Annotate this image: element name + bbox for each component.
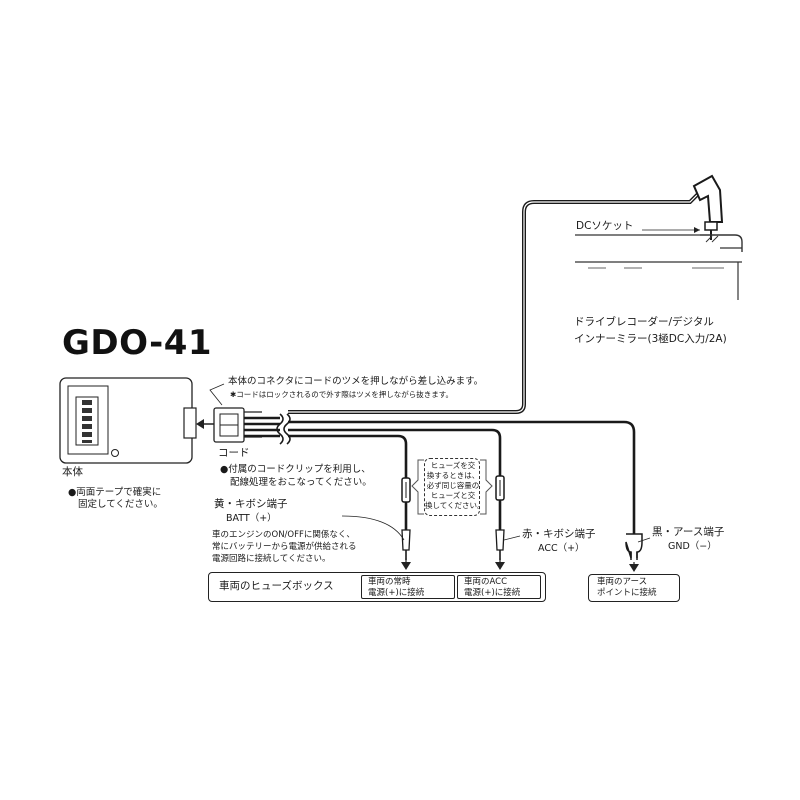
recorder-device [575, 234, 743, 300]
earth-point-box: 車両のアース ポイントに接続 [588, 574, 680, 602]
fusebox-panel: 車両のヒューズボックス 車両の常時 電源(+)に接続 車両のACC 電源(+)に… [208, 572, 546, 602]
fuse-note-line-2: 換するときは、 [426, 471, 480, 480]
fuse-note-line-1: ヒューズを交 [430, 461, 476, 470]
batt-note-line-2: 常にバッテリーから電源が供給される [212, 542, 357, 552]
unit-note-line-2: 固定してください。 [78, 499, 163, 510]
main-unit [59, 377, 197, 464]
gnd-arrow-head [629, 564, 639, 572]
batt-note-line-1: 車のエンジンのON/OFFに関係なく、 [212, 530, 355, 540]
fuse-note-bracket [411, 459, 424, 515]
fuse-note-line-4: ヒューズと交 [430, 491, 476, 500]
fusebox-constant-line-1: 車両の常時 [368, 577, 411, 587]
earth-point-line-2: ポイントに接続 [597, 588, 657, 598]
model-title: GDO-41 [62, 323, 213, 363]
connector-note: 本体のコネクタにコードのツメを押しながら差し込みます。 [228, 376, 484, 387]
fuse-note-line-5: 換してください。 [425, 501, 485, 510]
fusebox-label: 車両のヒューズボックス [219, 580, 334, 592]
dc-socket-leader-arrow [694, 227, 700, 233]
fusebox-acc-line-1: 車両のACC [464, 577, 508, 587]
device-label-line-2: インナーミラー(3極DC入力/2A) [574, 333, 727, 345]
fusebox-acc-line-2: 電源(+)に接続 [464, 588, 521, 598]
gnd-label-leader [637, 537, 651, 543]
wire-bundle [244, 413, 291, 445]
acc-wire [288, 428, 505, 560]
fuse-note-bracket-right [480, 459, 493, 515]
batt-terminal-name: 黄・キボシ端子 [214, 498, 288, 510]
connector-note-leader [209, 383, 225, 406]
fusebox-constant-line-2: 電源(+)に接続 [368, 588, 425, 598]
device-label-line-1: ドライブレコーダー/デジタル [574, 316, 714, 328]
dc-socket-label: DCソケット [576, 220, 634, 232]
cord-connector [213, 407, 262, 443]
fusebox-acc-box: 車両のACC 電源(+)に接続 [457, 575, 541, 599]
connector-subnote-line: ✱コードはロックされるので外す際はツメを押しながら抜きます。 [230, 390, 454, 399]
batt-label-leader [341, 515, 405, 541]
cord-label: コード [218, 447, 250, 459]
dc-plug [692, 174, 724, 240]
batt-terminal-sub: BATT（+） [226, 513, 277, 524]
gnd-terminal-name: 黒・アース端子 [652, 526, 725, 538]
gnd-wire [288, 420, 643, 560]
dc-wire-inner [288, 189, 703, 413]
batt-arrow-head [401, 562, 411, 570]
acc-terminal-name: 赤・キボシ端子 [522, 528, 596, 540]
connector-subnote: コードはロックされるので外す際はツメを押しながら抜きます。 [236, 390, 454, 399]
earth-point-line-1: 車両のアース [597, 577, 648, 587]
cord-clip-note-line-1: ●付属のコードクリップを利用し、 [220, 464, 371, 475]
acc-terminal-sub: ACC（+） [538, 543, 585, 554]
fusebox-constant-box: 車両の常時 電源(+)に接続 [361, 575, 455, 599]
cord-clip-note-text-1: 付属のコードクリップを利用し、 [228, 464, 371, 475]
fuse-note-box: ヒューズを交 換するときは、 必ず同じ容量の ヒューズと交 換してください。 [424, 458, 485, 516]
fuse-note-line-3: 必ず同じ容量の [426, 481, 480, 490]
cord-clip-note-line-2: 配線処理をおこなってください。 [230, 477, 372, 488]
gnd-terminal-sub: GND（−） [668, 541, 717, 552]
acc-arrow-head [495, 562, 505, 570]
unit-label: 本体 [62, 466, 83, 478]
batt-note-line-3: 電源回路に接続してください。 [212, 554, 331, 564]
unit-note-text-1: 両面テープで確実に [76, 487, 162, 498]
unit-note-line-1: ●両面テープで確実に [68, 487, 162, 498]
acc-label-leader [503, 535, 521, 541]
